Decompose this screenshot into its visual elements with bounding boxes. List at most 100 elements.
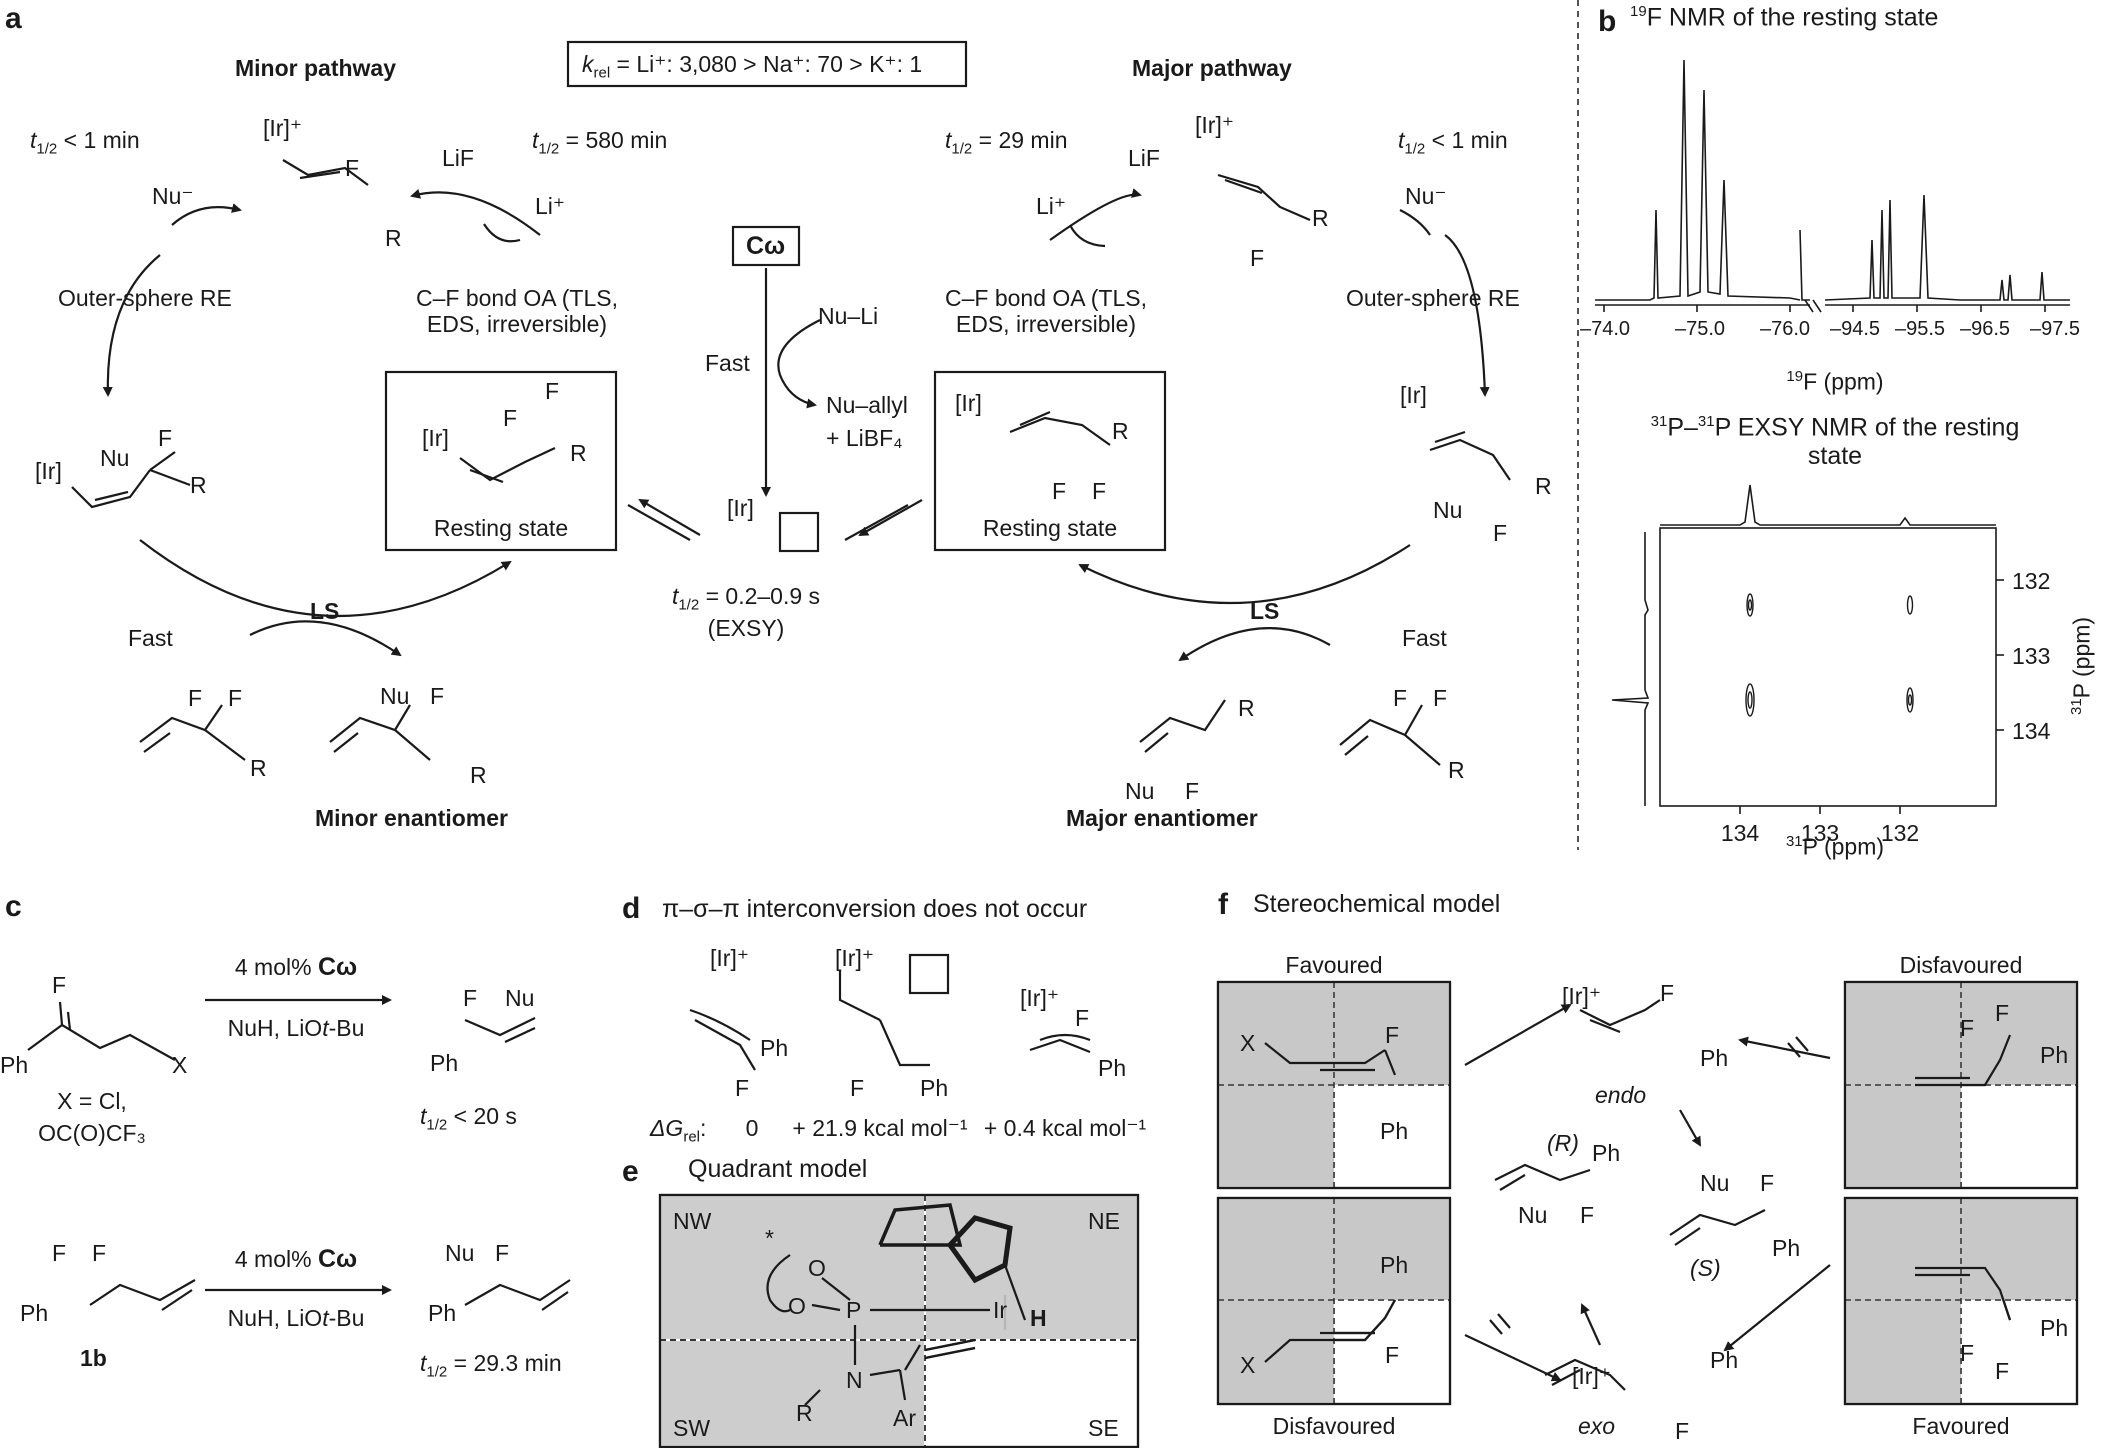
r-ion-minor: R [385,225,402,251]
f-f-tl: F [1385,1022,1400,1048]
f-sub-minor-1: F [188,685,203,711]
major-enantiomer-label: Major enantiomer [1066,805,1258,831]
nu-prod-minor: Nu [380,683,410,709]
p-ytick-132: 132 [2012,568,2051,594]
krel-text: krel = Li⁺: 3,080 > Na⁺: 70 > K⁺: 1 [582,51,923,82]
fast-center: Fast [705,350,750,376]
c-t-half-1: t1/2 < 20 s [420,1103,517,1134]
f-tick-6: –97.5 [2029,318,2081,340]
f-ph-bl: Ph [1380,1252,1409,1278]
panel-label-e: e [622,1155,639,1188]
quadrant-sw: SW [673,1415,711,1441]
f-tick-1: –75.0 [1674,318,1726,340]
f-tick-2: –76.0 [1759,318,1811,340]
f-exo-label: exo [1578,1413,1616,1439]
c-compound-1b: 1b [80,1345,107,1371]
r-re-minor: R [190,472,207,498]
nu-minus-minor: Nu⁻ [152,183,194,209]
c-ph-sub1: Ph [0,1052,29,1078]
quadrant-nw: NW [673,1208,712,1234]
f-f-br-1: F [1960,1340,1975,1366]
c-x-def2: OC(O)CF₃ [38,1120,146,1146]
f-ph-s: Ph [1772,1235,1801,1261]
e-star: * [765,1225,774,1251]
f-f-endo: F [1660,980,1675,1006]
f-rr-2: F [1092,478,1107,504]
r-prod-minor: R [470,762,487,788]
resting-box-right [933,370,1167,552]
e-n: N [846,1367,863,1393]
p-axis-label: 31P (ppm) [1785,833,1885,860]
catalyst-box [731,225,801,267]
krel-box [566,40,968,88]
d-ir-3: [Ir]⁺ [1020,985,1059,1011]
c-f-prod2: F [495,1240,510,1266]
f-ion-major: F [1250,245,1265,271]
d-dg-0: 0 [745,1115,759,1141]
f-ph-exo: Ph [1710,1347,1739,1373]
resting-box-left [384,370,618,552]
ir-resting-right: [Ir] [955,390,982,416]
ir-re-minor: [Ir] [35,458,62,484]
c-f-prod1: F [463,985,478,1011]
f-f-bl: F [1385,1342,1400,1368]
f-disfavoured-bl: Disfavoured [1272,1413,1396,1439]
c-t-half-2: t1/2 = 29.3 min [420,1350,562,1381]
quadrant-shading [661,1196,1137,1446]
c-nu-prod1: Nu [505,985,535,1011]
f-endo-label: endo [1595,1082,1647,1108]
f-favoured-tl: Favoured [1285,952,1383,978]
catalyst-c-omega: Cω [746,232,786,260]
f-ir-exo: [Ir]⁺ [1572,1363,1611,1389]
f-re-minor: F [158,425,173,451]
d-f-3: F [1075,1005,1090,1031]
f-nu-s: Nu [1700,1170,1730,1196]
p-ytick-133: 133 [2012,643,2051,669]
quadrant-ne: NE [1088,1208,1120,1234]
f-f-br-2: F [1995,1358,2010,1384]
d-ph-2: Ph [920,1075,949,1101]
cf-oa-minor: C–F bond OA (TLS,EDS, irreversible) [416,285,618,338]
f-x-bl: X [1240,1352,1256,1378]
t-half-minor-left: t1/2 < 1 min [30,127,140,158]
r-rr: R [1112,418,1129,444]
c-conditions-2: NuH, LiOt-Bu [227,1305,365,1331]
minor-enantiomer-label: Minor enantiomer [315,805,508,831]
f-f-tr-1: F [1960,1015,1975,1041]
f-f-exo: F [1675,1418,1690,1444]
d-dg-label: ΔGrel: [650,1115,707,1146]
e-ar: Ar [893,1405,916,1431]
exsy-label: (EXSY) [707,615,785,641]
p-xtick-133: 133 [1800,820,1840,846]
f-r-config: (R) [1547,1130,1579,1156]
ir-plus-minor: [Ir]⁺ [263,115,302,141]
d-ph-1: Ph [760,1035,789,1061]
f-re-major: F [1493,520,1508,546]
vacant-site-box [778,511,820,553]
ls-minor: LS [310,598,340,624]
p-xtick-132: 132 [1880,820,1920,846]
t-half-major-right: t1/2 < 1 min [1398,127,1508,158]
e-ir: Ir [993,1297,1008,1323]
panel-label-f: f [1218,888,1228,921]
f-title: Stereochemical model [1253,890,1501,918]
c-nu-prod2: Nu [445,1240,475,1266]
ir-re-major: [Ir] [1400,382,1427,408]
cf-oa-major: C–F bond OA (TLS,EDS, irreversible) [945,285,1147,338]
c-f-sub1: F [52,972,67,998]
r-ion-major: R [1312,205,1329,231]
e-o2: O [788,1293,806,1319]
outer-sphere-major: Outer-sphere RE [1346,285,1520,311]
t-half-minor-oa: t1/2 = 580 min [532,127,668,158]
d-ir-2: [Ir]⁺ [835,945,874,971]
f-rr-1: F [1052,478,1067,504]
f-sub-minor-2: F [228,685,243,711]
d-ir-1: [Ir]⁺ [710,945,749,971]
resting-state-left: Resting state [433,515,569,541]
c-f-sub2-1: F [52,1240,67,1266]
f-s-config: (S) [1690,1255,1721,1281]
nu-allyl: Nu–allyl [826,392,908,418]
lif-major: LiF [1128,145,1160,171]
f-tick-4: –95.5 [1894,318,1946,340]
